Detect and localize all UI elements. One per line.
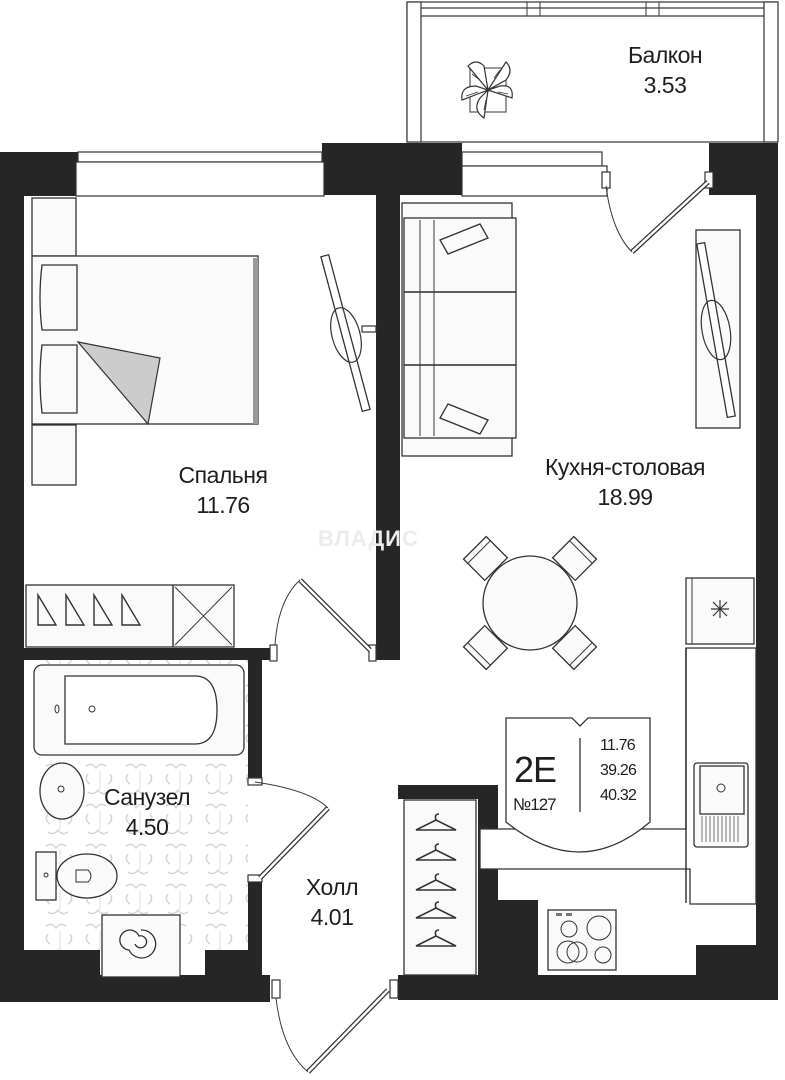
kitchen-furniture xyxy=(401,202,757,971)
room-label-hall: Холл 4.01 xyxy=(282,872,382,932)
dining-table xyxy=(462,535,598,671)
plant-icon xyxy=(461,61,513,120)
room-name: Спальня xyxy=(178,462,268,488)
room-area: 18.99 xyxy=(597,484,653,510)
apartment-number: №127 xyxy=(513,795,557,814)
room-name: Холл xyxy=(305,874,359,900)
room-label-kitchen: Кухня-столовая 18.99 xyxy=(500,452,750,512)
apartment-badge-shape xyxy=(505,717,651,853)
living-area-value: 11.76 xyxy=(600,737,636,754)
balcony-door xyxy=(601,171,714,254)
room-area: 11.76 xyxy=(196,492,250,518)
bedroom-door xyxy=(269,578,377,662)
room-area: 4.01 xyxy=(310,904,354,930)
room-label-balcony: Балкон 3.53 xyxy=(600,40,730,100)
room-area: 3.53 xyxy=(643,72,687,98)
room-name: Санузел xyxy=(103,784,191,810)
total-area-value: 40.32 xyxy=(600,787,637,804)
room-label-bedroom: Спальня 11.76 xyxy=(148,460,298,520)
bathroom xyxy=(33,660,248,978)
apartment-type-code: 2E xyxy=(514,749,557,790)
bedroom-furniture xyxy=(31,197,377,486)
room-label-bathroom: Санузел 4.50 xyxy=(82,782,212,842)
walls xyxy=(0,143,778,1002)
room-area: 4.50 xyxy=(125,814,169,840)
bedroom-wardrobe xyxy=(25,584,235,648)
room-name: Балкон xyxy=(627,42,703,68)
hall-wardrobe xyxy=(403,799,477,976)
kitchen-window xyxy=(461,151,608,197)
bedroom-window xyxy=(75,151,325,197)
entrance-door xyxy=(271,979,399,1074)
bathroom-door xyxy=(247,777,330,883)
balcony xyxy=(406,1,779,143)
watermark: ВЛАДИС xyxy=(318,526,419,551)
room-name: Кухня-столовая xyxy=(545,454,705,480)
total-area-no-balcony-value: 39.26 xyxy=(600,762,637,779)
